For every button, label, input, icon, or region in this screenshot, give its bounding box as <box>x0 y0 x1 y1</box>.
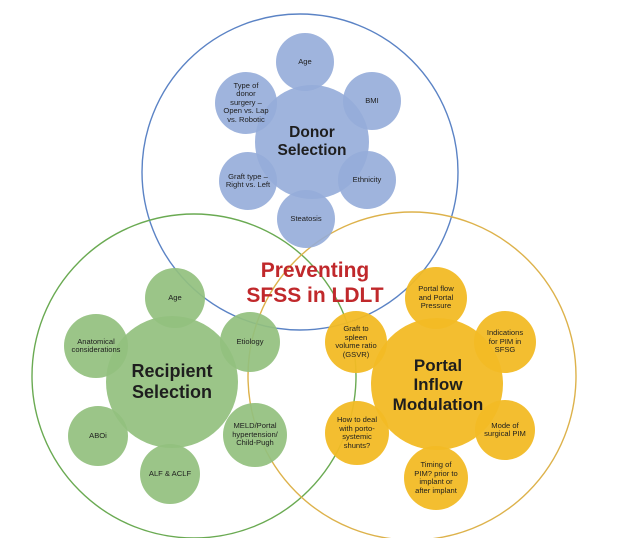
donor-surgery-label: Type of donor surgery – Open vs. Lap vs.… <box>223 80 269 124</box>
portal-mode-circle <box>475 400 535 460</box>
donor-graft-type-circle <box>219 152 277 210</box>
donor-surgery-circle <box>215 72 277 134</box>
recipient-aboi-circle <box>68 406 128 466</box>
donor-ethnicity-circle <box>338 151 396 209</box>
portal-outer-ring <box>247 211 577 538</box>
recipient-meld-label: MELD/Portal hypertension/ Child-Pugh <box>232 421 278 448</box>
donor-steatosis-label: Steatosis <box>290 213 322 223</box>
donor-bmi-label: BMI <box>365 95 379 105</box>
portal-shunts-label: How to deal with porto- systemic shunts? <box>336 415 378 450</box>
donor-age-circle <box>276 33 334 91</box>
recipient-alf-label: ALF & ACLF <box>148 468 192 478</box>
donor-bmi-circle <box>343 72 401 130</box>
portal-indications-circle <box>474 311 536 373</box>
center-title: Preventing SFSS in LDLT <box>246 258 384 307</box>
portal-indications-label: Indications for PIM in SFSG <box>486 328 524 355</box>
donor-hub-label: Donor Selection <box>277 124 347 159</box>
recipient-age-circle <box>145 268 205 328</box>
recipient-etiology-circle <box>220 312 280 372</box>
portal-flow-circle <box>405 267 467 329</box>
recipient-age-label: Age <box>168 292 182 302</box>
recipient-hub-circle <box>106 316 238 448</box>
portal-gsvr-circle <box>325 311 387 373</box>
donor-graft-type-label: Graft type – Right vs. Left <box>225 171 271 189</box>
donor-age-label: Age <box>298 56 312 66</box>
recipient-meld-circle <box>223 403 287 467</box>
recipient-anatomical-label: Anatomical considerations <box>71 336 121 354</box>
donor-ethnicity-label: Ethnicity <box>352 174 382 184</box>
recipient-cluster <box>64 268 287 504</box>
recipient-etiology-label: Etiology <box>236 336 264 346</box>
portal-flow-label: Portal flow and Portal Pressure <box>418 284 454 311</box>
recipient-hub-label: Recipient Selection <box>131 361 213 402</box>
donor-cluster <box>215 33 401 248</box>
donor-steatosis-circle <box>277 190 335 248</box>
portal-hub-circle <box>371 318 503 450</box>
portal-cluster <box>325 267 536 510</box>
recipient-aboi-label: ABOi <box>89 430 107 440</box>
portal-hub-label: Portal Inflow Modulation <box>392 355 484 414</box>
portal-mode-label: Mode of surgical PIM <box>484 420 526 438</box>
portal-timing-label: Timing of PIM? prior to implant or after… <box>414 460 458 495</box>
portal-gsvr-label: Graft to spleen volume ratio (GSVR) <box>335 324 377 359</box>
recipient-alf-circle <box>140 444 200 504</box>
recipient-anatomical-circle <box>64 314 128 378</box>
portal-timing-circle <box>404 446 468 510</box>
recipient-outer-ring <box>31 213 357 538</box>
donor-outer-ring <box>141 13 459 331</box>
portal-shunts-circle <box>325 401 389 465</box>
